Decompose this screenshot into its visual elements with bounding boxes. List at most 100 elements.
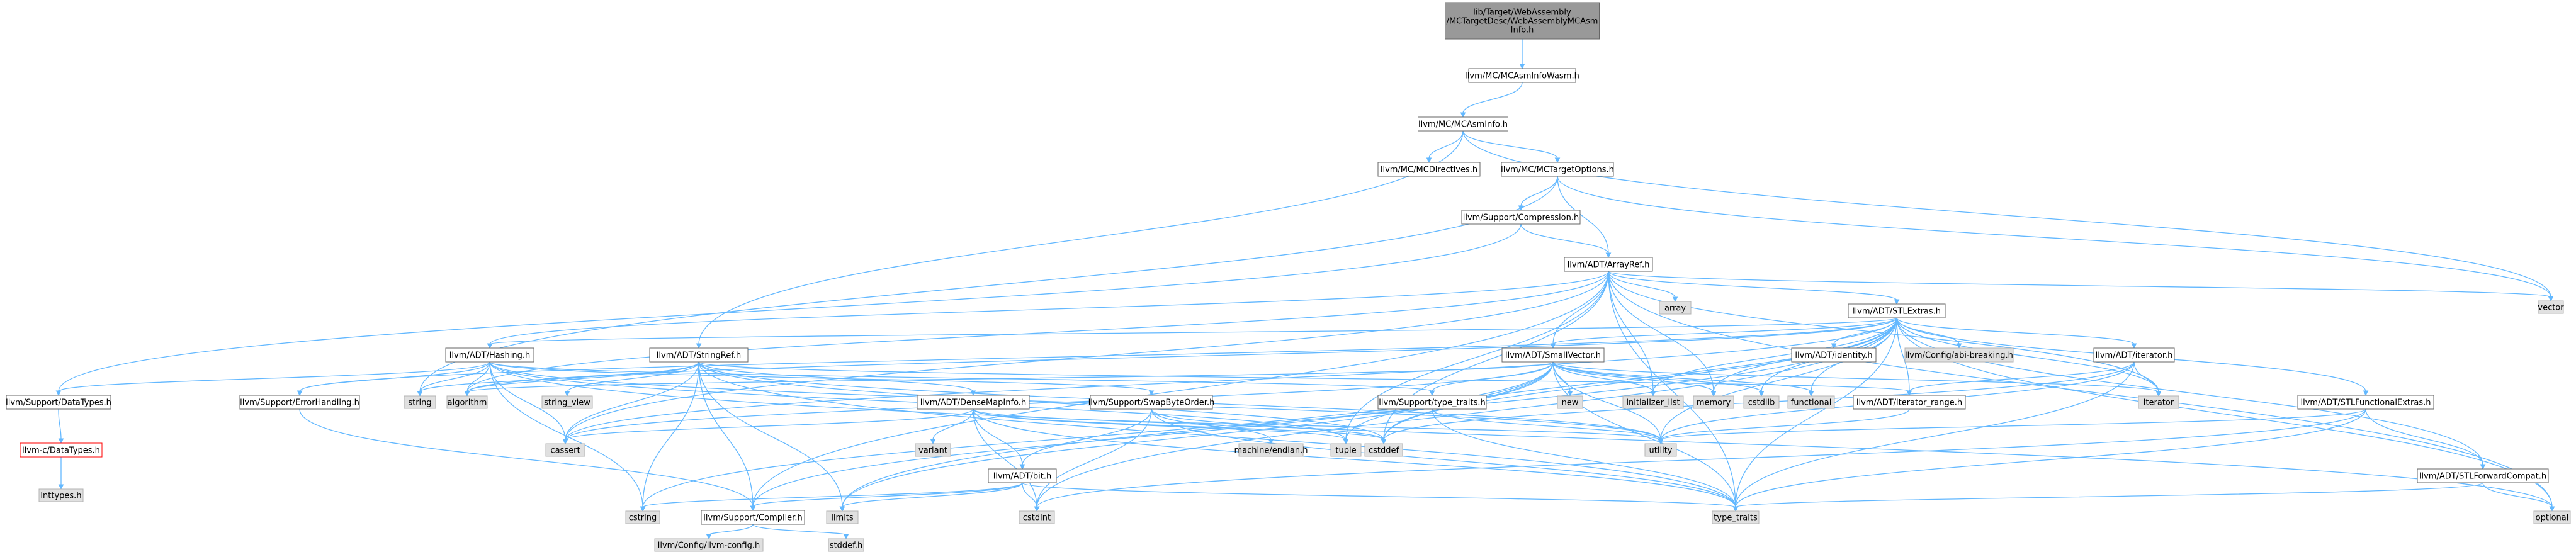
edge-hashing-to-datatypes [55, 361, 490, 397]
edge-swapbyteorder-to-machineendian [1151, 408, 1274, 445]
node-label: llvm/Support/type_traits.h [1379, 398, 1486, 408]
node-abibreaking: llvm/Config/abi-breaking.h [1904, 347, 2014, 363]
edge-line [489, 361, 1152, 392]
edge-line [1557, 176, 1609, 254]
edge-stringref-to-type_traits [698, 361, 1739, 512]
node-iteratorh[interactable]: llvm/ADT/iterator.h [2093, 347, 2175, 363]
edge-line [1462, 130, 1558, 159]
edge-arrowhead [564, 391, 570, 397]
edge-line [299, 408, 754, 507]
node-box [6, 395, 111, 410]
node-errorhandling[interactable]: llvm/Support/ErrorHandling.h [239, 395, 360, 410]
node-box [1019, 510, 1055, 524]
edge-hashing-to-errorhandling [297, 361, 490, 397]
edge-line [1896, 317, 2483, 466]
node-bit[interactable]: llvm/ADT/bit.h [988, 468, 1057, 483]
node-datatypes[interactable]: llvm/Support/DataTypes.h [6, 395, 111, 410]
edge-swapbyteorder-to-cstddef [1151, 408, 1387, 445]
node-label: llvm/Support/Compression.h [1463, 213, 1579, 223]
edge-stlfunctionalextras-to-stlforwardcompat [2365, 408, 2486, 470]
node-arrayref[interactable]: llvm/ADT/ArrayRef.h [1564, 257, 1653, 272]
node-mcasminfo[interactable]: llvm/MC/MCAsmInfo.h [1418, 116, 1508, 132]
node-mctargetoptions[interactable]: llvm/MC/MCTargetOptions.h [1501, 162, 1614, 177]
edge-arrowhead [2131, 343, 2137, 349]
edge-line [1552, 361, 2159, 393]
node-identity[interactable]: llvm/ADT/identity.h [1791, 347, 1877, 363]
edge-line [752, 271, 1609, 507]
node-typetraitsh[interactable]: llvm/Support/type_traits.h [1377, 395, 1487, 410]
node-stringref[interactable]: llvm/ADT/StringRef.h [649, 347, 749, 363]
edge-line [1036, 408, 2366, 508]
edge-bit-to-type_traits [1022, 482, 1739, 512]
node-label: llvm/MC/MCAsmInfo.h [1418, 120, 1508, 130]
node-stlextras[interactable]: llvm/ADT/STLExtras.h [1848, 303, 1946, 318]
edge-smallvector-to-initializer_list [1552, 361, 1656, 397]
node-label: variant [918, 446, 947, 456]
edge-line [1432, 361, 1554, 392]
node-box [1904, 347, 2014, 363]
node-label: llvm/ADT/Hashing.h [449, 351, 530, 361]
edge-stlextras-to-cstddef [1381, 317, 1897, 445]
node-label: tuple [1335, 446, 1356, 456]
node-compression[interactable]: llvm/Support/Compression.h [1461, 210, 1581, 225]
edge-line [1428, 130, 1464, 159]
edge-line [1735, 482, 2483, 508]
edge-line [1345, 317, 1897, 441]
node-box [1743, 395, 1780, 409]
edge-arrowhead [2549, 506, 2555, 512]
edge-line [565, 361, 699, 441]
edge-line [752, 524, 847, 536]
node-cdatatypes[interactable]: llvm-c/DataTypes.h [20, 442, 103, 458]
edge-smallvector-to-memory [1552, 361, 1717, 397]
node-box [2093, 347, 2175, 363]
edge-arrowhead [930, 439, 936, 445]
node-stlfunctionalextras[interactable]: llvm/ADT/STLFunctionalExtras.h [2297, 395, 2434, 410]
edge-arrowhead [1034, 506, 1040, 512]
edge-line [752, 482, 1023, 507]
node-utility: utility [1644, 443, 1677, 457]
node-smallvector[interactable]: llvm/ADT/SmallVector.h [1501, 347, 1605, 363]
node-label: cstdint [1023, 514, 1051, 523]
edge-iteratorh-to-iterator_range [1906, 361, 2135, 397]
node-box [1791, 347, 1877, 363]
node-label: llvm/ADT/bit.h [993, 472, 1052, 482]
node-label: inttypes.h [40, 492, 81, 501]
node-swapbyteorder[interactable]: llvm/Support/SwapByteOrder.h [1088, 395, 1215, 410]
node-llvmconfig: llvm/Config/llvm-config.h [654, 538, 764, 552]
edge-line [1552, 271, 1609, 345]
node-iterator_range[interactable]: llvm/ADT/iterator_range.h [1853, 395, 1966, 410]
edge-bit-to-cstdint [1022, 482, 1040, 512]
edge-line [698, 361, 1910, 392]
edge-compression-to-arrayref [1520, 223, 1612, 259]
edge-line [698, 361, 974, 392]
edge-mcasminfowasm-to-mcasminfo [1460, 82, 1523, 118]
node-label: algorithm [448, 398, 487, 408]
node-stlforwardcompat[interactable]: llvm/ADT/STLForwardCompat.h [2417, 468, 2549, 483]
edge-arrowhead [1567, 391, 1573, 397]
edge-arrowhead [1710, 391, 1717, 397]
node-hashing[interactable]: llvm/ADT/Hashing.h [445, 347, 534, 363]
node-label: type_traits [1714, 514, 1758, 523]
node-label: llvm/Support/Compiler.h [703, 514, 802, 523]
edge-stlextras-to-hashing [487, 317, 1897, 349]
node-densemapinfo[interactable]: llvm/ADT/DenseMapInfo.h [917, 395, 1030, 410]
edge-arrowhead [2363, 390, 2369, 397]
edge-arrowhead [1605, 252, 1612, 259]
node-mcasminfowasm[interactable]: llvm/MC/MCAsmInfoWasm.h [1465, 68, 1579, 83]
node-label: cassert [550, 446, 580, 456]
edge-mctargetoptions-to-vector [1557, 176, 2554, 302]
edge-stringref-to-string_view [564, 361, 699, 397]
node-compiler[interactable]: llvm/Support/Compiler.h [701, 510, 805, 525]
edge-line [642, 482, 1023, 508]
edge-line [1345, 271, 1609, 441]
edge-line [842, 482, 1023, 508]
edge-arrowhead [1808, 391, 1814, 397]
edge-line [1520, 223, 1609, 254]
edge-arrowhead [1554, 157, 1561, 164]
edge-smallvector-to-limits [839, 361, 1554, 512]
node-box [1377, 162, 1481, 177]
edge-line [1660, 408, 1910, 441]
edge-stringref-to-string [417, 361, 699, 397]
node-box [1712, 510, 1760, 524]
node-mcdirectives[interactable]: llvm/MC/MCDirectives.h [1377, 162, 1481, 177]
